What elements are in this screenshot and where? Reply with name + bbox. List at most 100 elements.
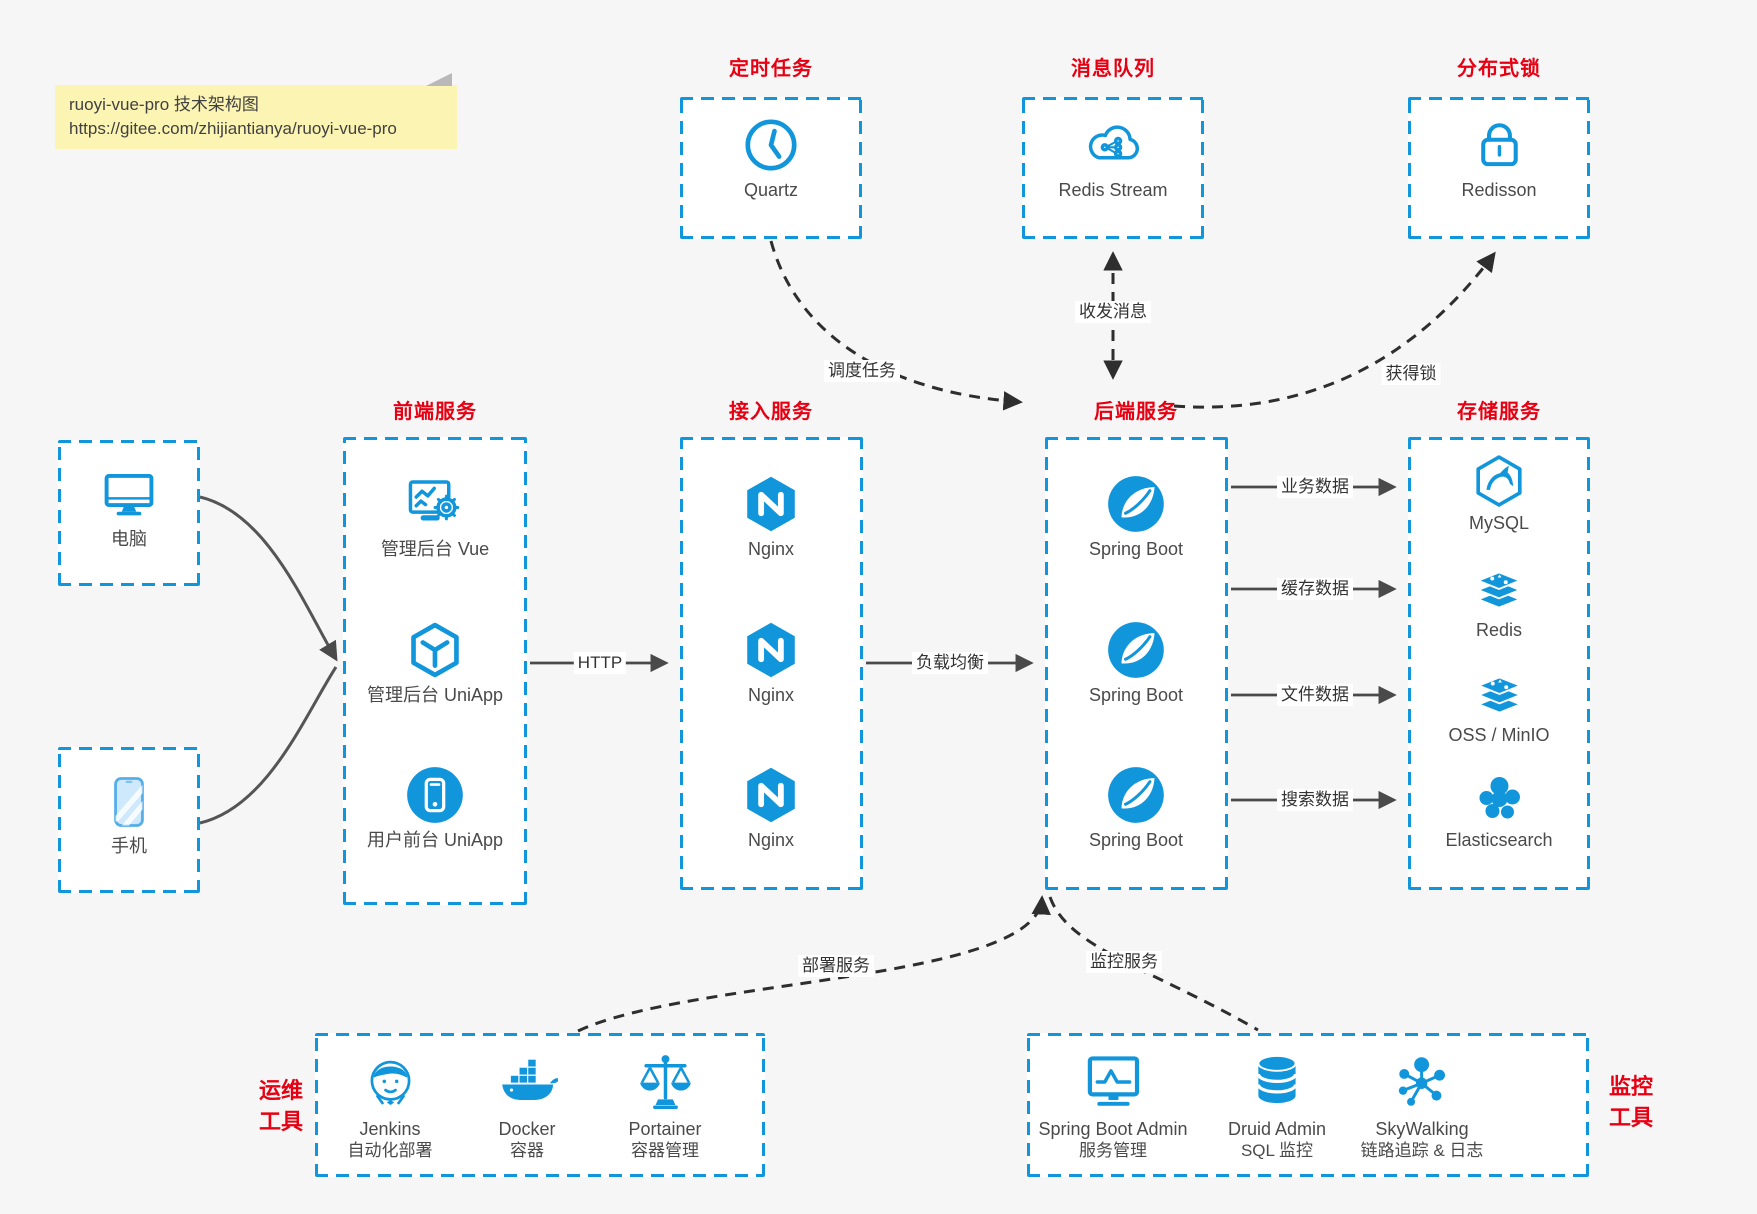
nginx-icon: [742, 475, 800, 533]
node-nginx-3: Nginx: [742, 766, 800, 851]
storage-stack-icon: [1477, 676, 1521, 714]
node-label: Redis Stream: [1058, 180, 1168, 200]
redis-stack-icon: [1477, 571, 1521, 609]
node-label: Redis: [1475, 620, 1523, 640]
desktop-icon: [104, 473, 154, 518]
node-label: MySQL: [1468, 513, 1530, 533]
node-label: Spring Boot: [1088, 539, 1184, 559]
monitor-tools-side-label: 监控 工具: [1608, 1074, 1653, 1130]
node-label: Spring Boot: [1088, 685, 1184, 705]
label-search-data: 搜索数据: [1277, 789, 1353, 811]
node-label: 手机: [111, 836, 147, 856]
node-label: Portainer: [628, 1119, 702, 1139]
node-label: Elasticsearch: [1445, 830, 1553, 850]
spring-icon: [1107, 475, 1165, 533]
node-admin-uniapp: 管理后台 UniApp: [367, 621, 503, 706]
edge-phone-to-frontend: [199, 666, 338, 825]
elasticsearch-icon: [1478, 777, 1520, 819]
label-acquire-lock: 获得锁: [1381, 363, 1441, 385]
ops-tools-side-label: 运维 工具: [258, 1078, 303, 1134]
node-label: Redisson: [1461, 180, 1537, 200]
label-business-data: 业务数据: [1277, 476, 1353, 498]
node-label: Docker: [498, 1119, 556, 1139]
node-mysql: MySQL: [1469, 455, 1529, 534]
label-send-receive-message: 收发消息: [1075, 301, 1151, 323]
mysql-icon: [1476, 455, 1522, 507]
node-user-uniapp: 用户前台 UniApp: [367, 766, 503, 851]
node-sublabel: 容器管理: [630, 1141, 699, 1160]
node-spring-boot-1: Spring Boot: [1089, 475, 1183, 560]
clock-icon: [742, 116, 800, 174]
node-admin-vue: 管理后台 Vue: [381, 475, 489, 560]
node-sublabel: SQL 监控: [1240, 1141, 1314, 1160]
admin-dashboard-icon: [406, 475, 464, 533]
cloud-share-icon: [1088, 125, 1139, 160]
node-label: Nginx: [747, 539, 795, 559]
node-sublabel: 服务管理: [1079, 1141, 1147, 1160]
node-jenkins: Jenkins 自动化部署: [348, 1051, 433, 1161]
node-label: 电脑: [111, 529, 147, 549]
label-monitor-service: 监控服务: [1086, 951, 1162, 973]
node-skywalking: SkyWalking 链路追踪 & 日志: [1360, 1051, 1484, 1161]
smartphone-icon: [101, 774, 157, 830]
node-sublabel: 容器: [510, 1141, 544, 1160]
lock-icon: [1470, 116, 1528, 174]
node-label: SkyWalking: [1375, 1119, 1469, 1139]
node-label: OSS / MinIO: [1448, 725, 1550, 745]
note-url: https://gitee.com/zhijiantianya/ruoyi-vu…: [69, 119, 397, 138]
nginx-icon: [742, 766, 800, 824]
jenkins-icon: [370, 1060, 410, 1107]
label-load-balance: 负载均衡: [912, 652, 988, 674]
edge-schedule-task: [769, 240, 1023, 411]
box-ops-tools: [315, 1033, 765, 1177]
node-oss-minio: OSS / MinIO: [1448, 671, 1550, 746]
node-pc: 电脑: [101, 467, 157, 550]
node-elasticsearch: Elasticsearch: [1445, 774, 1553, 851]
topology-icon: [1397, 1055, 1447, 1108]
label-http: HTTP: [573, 652, 627, 674]
node-label: Jenkins: [359, 1119, 421, 1139]
node-label: Nginx: [747, 830, 795, 850]
node-spring-boot-admin: Spring Boot Admin 服务管理: [1038, 1051, 1188, 1161]
node-spring-boot-2: Spring Boot: [1089, 621, 1183, 706]
edge-acquire-lock: [1173, 251, 1496, 409]
node-spring-boot-3: Spring Boot: [1089, 766, 1183, 851]
spring-icon: [1107, 621, 1165, 679]
label-cache-data: 缓存数据: [1277, 578, 1353, 600]
nginx-icon: [742, 621, 800, 679]
node-label: Quartz: [743, 180, 799, 200]
node-redis: Redis: [1473, 566, 1525, 641]
node-sublabel: 链路追踪 & 日志: [1360, 1141, 1484, 1160]
node-sublabel: 自动化部署: [347, 1141, 433, 1160]
spring-icon: [1107, 766, 1165, 824]
node-label: 用户前台 UniApp: [366, 830, 504, 850]
box-redis-stream: [1022, 97, 1204, 239]
node-label: Spring Boot: [1088, 830, 1184, 850]
cube-icon: [406, 621, 464, 679]
node-label: Nginx: [747, 685, 795, 705]
edge-deploy-service: [577, 895, 1051, 1033]
box-frontend: [343, 437, 527, 905]
title-gateway-services: 接入服务: [729, 401, 813, 423]
mobile-app-icon: [405, 766, 464, 824]
docker-whale-icon: [502, 1059, 558, 1100]
scales-icon: [638, 1053, 692, 1111]
node-nginx-2: Nginx: [742, 621, 800, 706]
node-label: Spring Boot Admin: [1038, 1119, 1188, 1139]
title-message-queue: 消息队列: [1071, 58, 1155, 80]
monitor-chart-icon: [1082, 1051, 1144, 1113]
node-druid-admin: Druid Admin SQL 监控: [1228, 1051, 1326, 1161]
node-label: Druid Admin: [1227, 1119, 1327, 1139]
label-deploy-service: 部署服务: [798, 955, 874, 977]
label-schedule-task: 调度任务: [824, 360, 900, 382]
node-portainer: Portainer 容器管理: [628, 1051, 702, 1161]
node-docker: Docker 容器: [496, 1051, 558, 1161]
node-label: 管理后台 Vue: [380, 539, 490, 559]
title-backend-services: 后端服务: [1094, 401, 1178, 423]
node-nginx-1: Nginx: [742, 475, 800, 560]
database-icon: [1256, 1054, 1298, 1105]
node-label: 管理后台 UniApp: [366, 685, 504, 705]
sticky-note: ruoyi-vue-pro 技术架构图 https://gitee.com/zh…: [55, 73, 457, 149]
